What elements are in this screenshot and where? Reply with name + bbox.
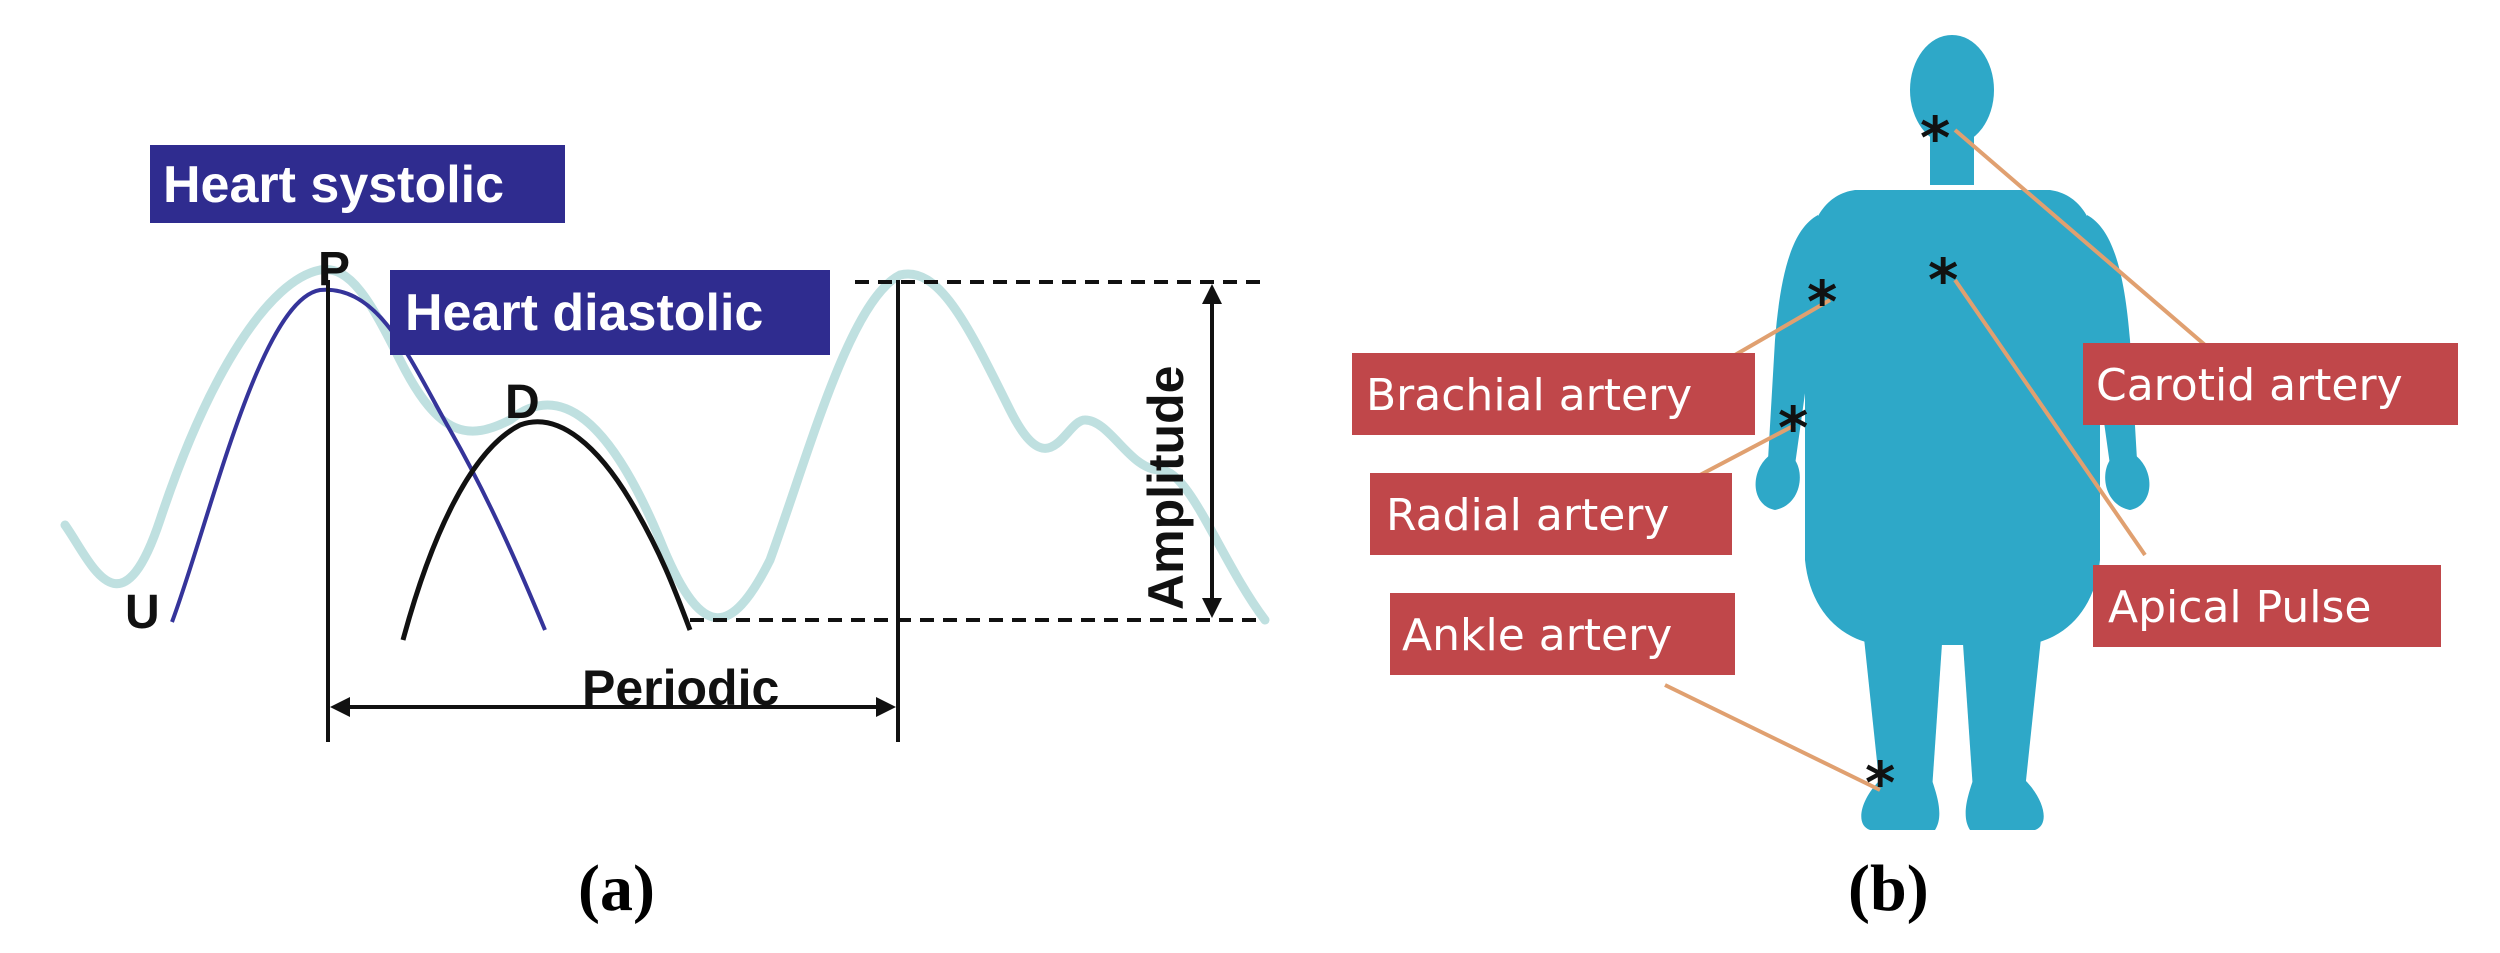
periodic-label: Periodic [582,660,779,716]
leader-lines [1664,128,2207,792]
leader-apical [1953,278,2147,557]
ankle-label: Ankle artery [1402,610,1672,661]
ankle-label-box [1390,593,1735,675]
marker-ankle: * [1865,749,1895,817]
pulse-waveform [60,265,1270,625]
diastolic-curve [400,419,693,641]
carotid-label: Carotid artery [2096,360,2403,411]
brachial-label-box [1352,353,1755,435]
radial-label-box [1370,473,1732,555]
apical-label-box [2093,565,2441,647]
radial-label: Radial artery [1386,490,1669,541]
marker-carotid: * [1920,104,1950,172]
carotid-label-box [2083,343,2458,425]
systolic-curve [170,287,547,631]
diastolic-label: Heart diastolic [405,284,763,342]
point-p-label: P [318,243,350,296]
marker-radial: * [1778,394,1808,462]
panel-a-caption: (a) [578,852,655,925]
leader-ankle [1664,683,1881,792]
periodic-arrow [330,697,896,717]
leader-radial [1699,423,1796,477]
amplitude-label: Amplitude [1138,366,1194,610]
panel-b: * * * * * Brachial artery Radial artery … [1352,35,2458,925]
systolic-label: Heart systolic [163,156,504,214]
leader-carotid [1953,128,2207,347]
brachial-label: Brachial artery [1366,370,1692,421]
marker-brachial: * [1807,268,1837,336]
systolic-label-box [150,145,565,223]
apical-label: Apical Pulse [2108,582,2371,633]
leader-brachial [1733,298,1832,357]
panel-b-caption: (b) [1848,852,1929,925]
human-body-silhouette [1755,35,2150,830]
point-d-label: D [505,376,540,429]
diastolic-label-box [390,270,830,355]
point-u-label: U [125,586,160,639]
amplitude-arrow [1202,284,1222,618]
panel-a: Heart systolic Heart diastolic P D U Amp… [60,145,1270,925]
marker-apical: * [1928,246,1958,314]
